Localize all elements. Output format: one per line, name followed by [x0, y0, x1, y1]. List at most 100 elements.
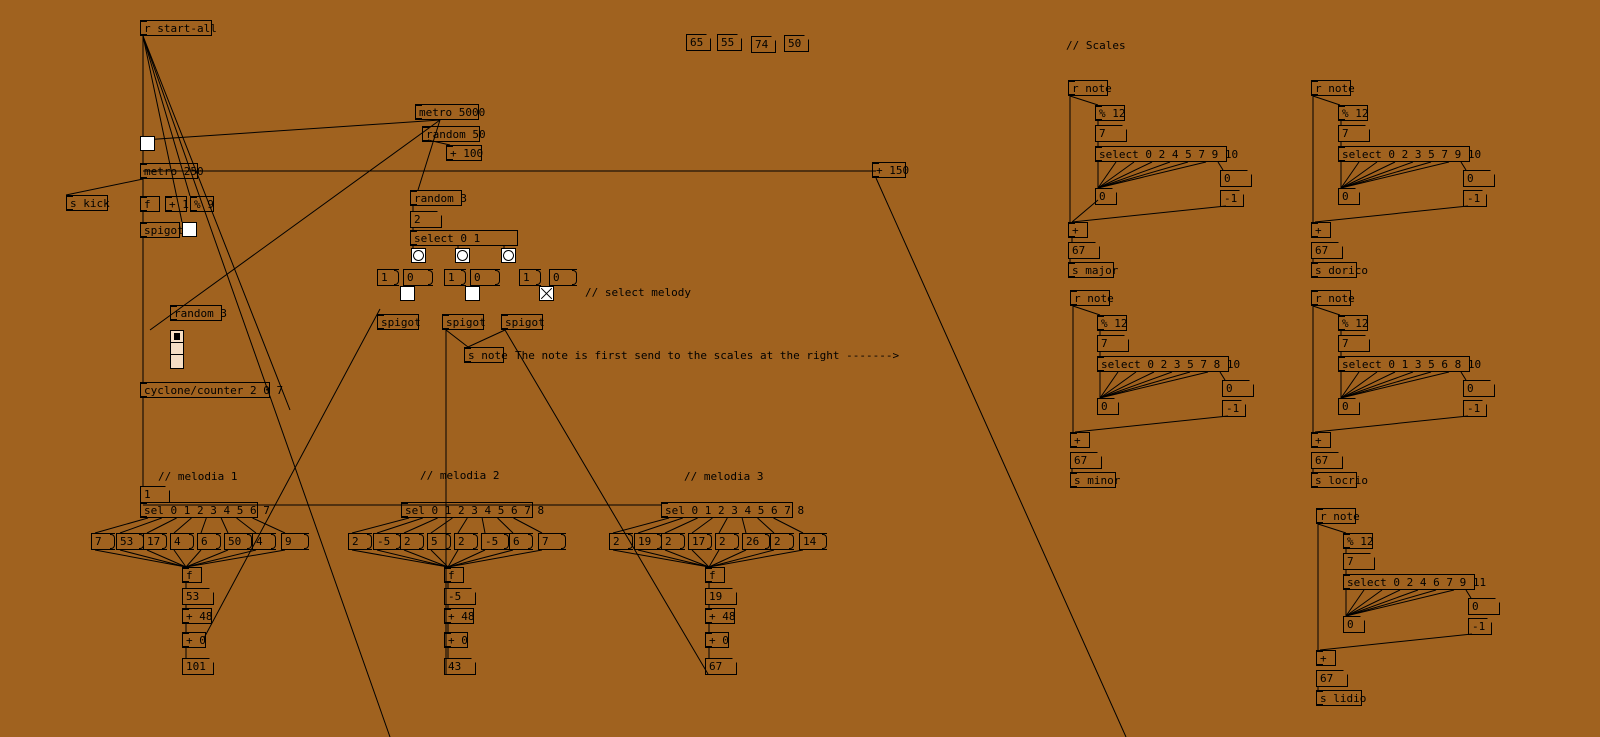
patch-cord[interactable]	[1097, 161, 1207, 189]
number-box[interactable]: 0	[1222, 380, 1254, 397]
patch-cord[interactable]	[447, 549, 486, 568]
number-box[interactable]: 43	[444, 658, 476, 675]
plus-48-object[interactable]: + 48	[444, 608, 475, 624]
patch-cord[interactable]	[1071, 199, 1099, 223]
spigot-object[interactable]: spigot	[501, 314, 545, 330]
patch-cord[interactable]	[1074, 415, 1229, 433]
patch-cord[interactable]	[146, 549, 187, 568]
patch-cord[interactable]	[1099, 371, 1155, 399]
message-box[interactable]: 2	[609, 533, 633, 550]
float-object[interactable]: f	[705, 567, 725, 583]
patch-cord[interactable]	[1465, 589, 1472, 599]
patch-cord[interactable]	[185, 549, 257, 568]
send-kick-object[interactable]: s kick	[66, 195, 110, 211]
patch-cord[interactable]	[1317, 523, 1347, 534]
patch-cord[interactable]	[430, 517, 453, 534]
patch-cord[interactable]	[65, 178, 144, 196]
message-box[interactable]: -5	[481, 533, 509, 550]
patch-cord[interactable]	[637, 549, 710, 568]
patch-cord[interactable]	[1345, 589, 1383, 617]
message-box[interactable]: 53	[116, 533, 144, 550]
patch-cord[interactable]	[1340, 161, 1414, 189]
send-scale-object[interactable]: s major	[1068, 262, 1118, 278]
number-box[interactable]: 0	[1338, 188, 1360, 205]
patch-cord[interactable]	[1217, 161, 1224, 171]
message-box[interactable]: 2	[715, 533, 739, 550]
plus-0-object[interactable]: + 0	[705, 632, 729, 648]
number-box[interactable]: -1	[1463, 190, 1487, 207]
patch-cord[interactable]	[691, 549, 710, 568]
message-box[interactable]: 6	[197, 533, 221, 550]
number-box[interactable]: -1	[1463, 400, 1487, 417]
number-box[interactable]: 67	[705, 658, 737, 675]
select-0-1-object[interactable]: select 0 1	[410, 230, 518, 246]
number-box[interactable]: 74	[751, 36, 776, 53]
patch-cord[interactable]	[708, 549, 720, 568]
message-box[interactable]: 2	[454, 533, 478, 550]
patch-cord[interactable]	[1345, 589, 1365, 617]
patch-cord[interactable]	[185, 549, 229, 568]
metro-5000-object[interactable]: metro 5000	[415, 104, 485, 120]
melody-toggle[interactable]	[539, 286, 554, 301]
modulo-nine-object[interactable]: % 9	[190, 196, 214, 212]
patch-cord[interactable]	[1345, 589, 1437, 617]
patch-cord[interactable]	[1460, 161, 1467, 171]
number-box[interactable]: 55	[717, 34, 742, 51]
bang-button[interactable]	[411, 248, 426, 263]
patch-cord[interactable]	[467, 329, 506, 348]
patch-cord[interactable]	[200, 517, 207, 534]
modulo-12-object[interactable]: % 12	[1097, 315, 1128, 331]
message-box[interactable]: 19	[634, 533, 662, 550]
patch-cord[interactable]	[94, 517, 149, 534]
patch-cord[interactable]	[691, 517, 713, 534]
plus-one-object[interactable]: + 1	[165, 196, 189, 212]
send-note-object[interactable]: s note	[464, 347, 508, 363]
patch-cord[interactable]	[1072, 305, 1101, 316]
patch-cord[interactable]	[741, 517, 747, 534]
patch-cord[interactable]	[1340, 161, 1432, 189]
patch-cord[interactable]	[497, 517, 514, 534]
patch-cord[interactable]	[1340, 371, 1378, 399]
patch-cord[interactable]	[1069, 95, 1099, 106]
plus-150-object[interactable]: + 150	[872, 162, 909, 178]
melody-toggle[interactable]	[465, 286, 480, 301]
number-box[interactable]: 7	[1338, 335, 1370, 352]
patch-cord[interactable]	[708, 549, 747, 568]
patch-cord[interactable]	[708, 549, 804, 568]
bang-button[interactable]	[501, 248, 516, 263]
modulo-12-object[interactable]: % 12	[1343, 533, 1374, 549]
patch-cord[interactable]	[664, 549, 710, 568]
select-object[interactable]: sel 0 1 2 3 4 5 6 7	[140, 502, 270, 518]
number-box[interactable]: 7	[1097, 335, 1129, 352]
message-box[interactable]: 1	[444, 269, 466, 286]
patch-cord[interactable]	[430, 549, 449, 568]
patch-cord[interactable]	[142, 119, 441, 141]
patch-cord[interactable]	[1345, 589, 1455, 617]
patch-cord[interactable]	[173, 549, 187, 568]
number-box[interactable]: 67	[1070, 452, 1102, 469]
message-box[interactable]: 5	[427, 533, 451, 550]
patch-cord[interactable]	[1340, 371, 1414, 399]
patch-cord[interactable]	[185, 549, 286, 568]
radio-cell[interactable]	[171, 343, 183, 355]
patch-cord[interactable]	[447, 549, 459, 568]
patch-cord[interactable]	[513, 517, 543, 534]
number-box[interactable]: 0	[1095, 188, 1117, 205]
plus-100-object[interactable]: + 100	[446, 145, 483, 161]
patch-cord[interactable]	[1314, 415, 1469, 433]
receive-note-object[interactable]: r note	[1311, 80, 1355, 96]
number-box[interactable]: 0	[1338, 398, 1360, 415]
number-box[interactable]: 67	[1316, 670, 1348, 687]
patch-cord[interactable]	[1314, 205, 1469, 223]
plus-0-object[interactable]: + 0	[444, 632, 468, 648]
patch-cord[interactable]	[1097, 161, 1171, 189]
patch-cord[interactable]	[1340, 161, 1378, 189]
message-box[interactable]: 1	[519, 269, 541, 286]
patch-cord[interactable]	[1340, 161, 1450, 189]
number-box[interactable]: 7	[1338, 125, 1370, 142]
message-box[interactable]: 6	[509, 533, 533, 550]
patch-cord[interactable]	[447, 549, 543, 568]
patch-cord[interactable]	[146, 517, 177, 534]
message-box[interactable]: -5	[373, 533, 401, 550]
